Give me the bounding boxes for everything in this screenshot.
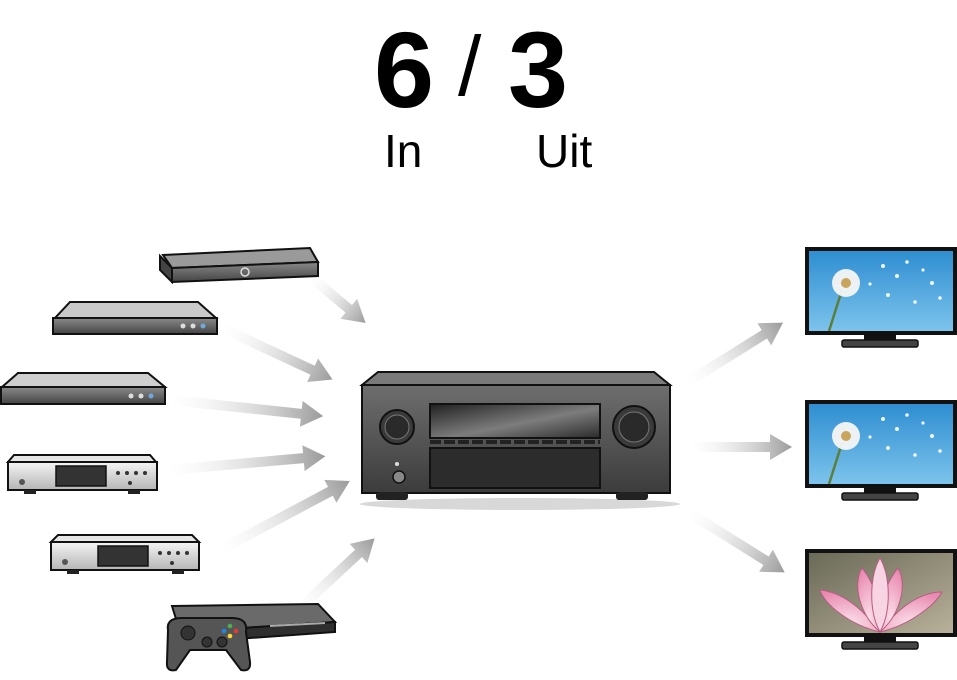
arrow-in-5 — [217, 479, 350, 555]
tv-dandelion-icon — [805, 400, 957, 501]
outputs-count: 3 — [508, 9, 569, 130]
arrow-in-6 — [296, 538, 375, 612]
outputs-label: Uit — [536, 125, 593, 177]
arrow-out-1 — [685, 322, 783, 387]
bluray-player-icon — [52, 301, 219, 335]
arrow-in-4 — [167, 445, 326, 475]
tv-lotus-icon — [805, 549, 957, 650]
arrow-in-2 — [219, 323, 333, 383]
inputs-count: 6 — [374, 9, 435, 130]
output-arrows — [685, 322, 792, 573]
inputs-label: In — [384, 125, 423, 177]
streaming-box-icon — [159, 246, 320, 285]
av-receiver-icon — [359, 371, 680, 510]
arrow-in-1 — [308, 274, 366, 323]
tv-dandelion-icon — [805, 247, 957, 348]
arrow-in-3 — [169, 395, 324, 427]
arrow-out-2 — [690, 434, 792, 460]
cd-player-icon — [5, 454, 159, 494]
game-console-icon — [165, 602, 338, 672]
count-separator: / — [458, 19, 482, 113]
media-player-icon — [48, 534, 202, 574]
input-arrows — [167, 274, 375, 612]
dvd-player-icon — [0, 372, 168, 405]
arrow-out-3 — [685, 507, 785, 573]
